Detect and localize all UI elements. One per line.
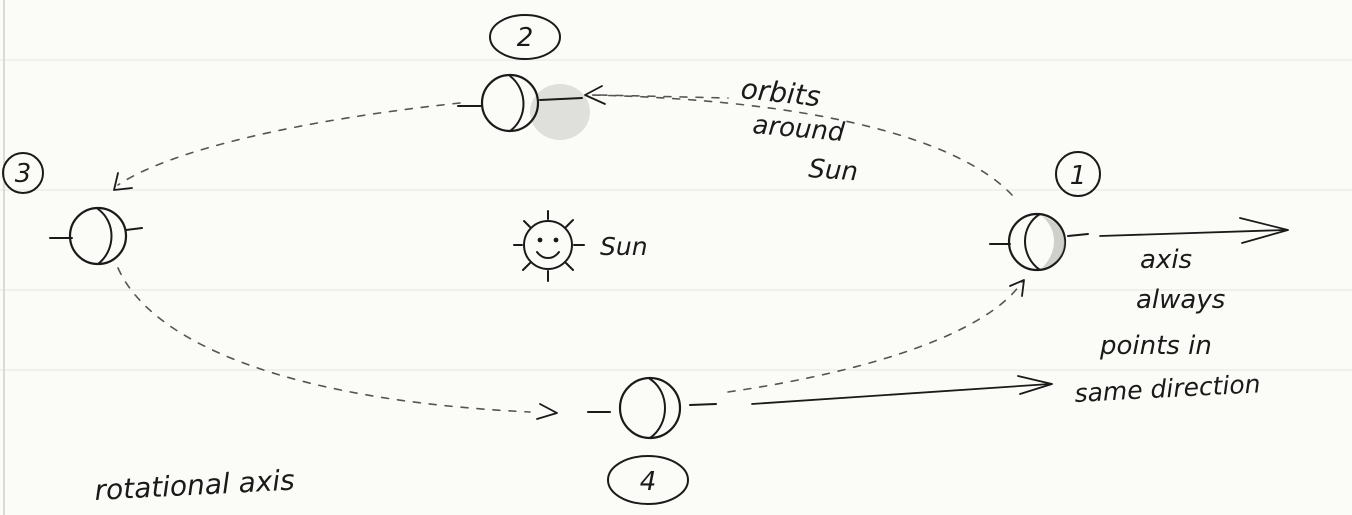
axis-label-line2: always (1136, 285, 1225, 315)
planet-shadow (530, 84, 590, 140)
orbit-arrowhead-at-2 (584, 85, 606, 105)
position-number-2: 2 (517, 23, 534, 53)
paper-lines (0, 59, 1352, 371)
sun-label: Sun (600, 232, 648, 261)
axis-label-line1: axis (1140, 245, 1192, 275)
planet-position-2 (457, 73, 590, 140)
planet-position-4 (587, 376, 717, 440)
planet-position-3 (49, 206, 143, 266)
orbit-path-1-to-2 (589, 94, 1013, 196)
position-number-1: 1 (1070, 161, 1087, 191)
orbit-path-2-to-3 (117, 102, 461, 186)
axis-label-line3: points in (1099, 331, 1212, 361)
position-label-2: 2 (489, 14, 561, 60)
orbit-label-connector (599, 94, 729, 99)
orbit-label-line3: Sun (808, 154, 859, 187)
position-label-1: 1 (1055, 151, 1101, 197)
position-number-3: 3 (15, 159, 32, 189)
axis-arrow-upper (1099, 217, 1289, 244)
orbit-arrowhead-at-1 (1009, 279, 1025, 297)
orbit-arrowhead-at-3 (113, 172, 133, 191)
axis-label-line4: same direction (1074, 369, 1261, 408)
rotational-axis-note: rotational axis (94, 464, 296, 507)
orbit-path-4-to-1 (727, 281, 1023, 393)
orbit-label-line2: around (751, 110, 846, 148)
position-label-3: 3 (2, 152, 44, 194)
axis-arrow-lower (751, 375, 1053, 405)
planet-position-1 (989, 212, 1089, 272)
orbit-label-line1: orbits (739, 72, 822, 113)
orbit-arrowhead-at-4 (536, 403, 558, 420)
orbit-path-3-to-4 (117, 267, 531, 413)
sun-icon (513, 210, 585, 282)
position-label-4: 4 (607, 455, 689, 505)
position-number-4: 4 (640, 467, 657, 497)
